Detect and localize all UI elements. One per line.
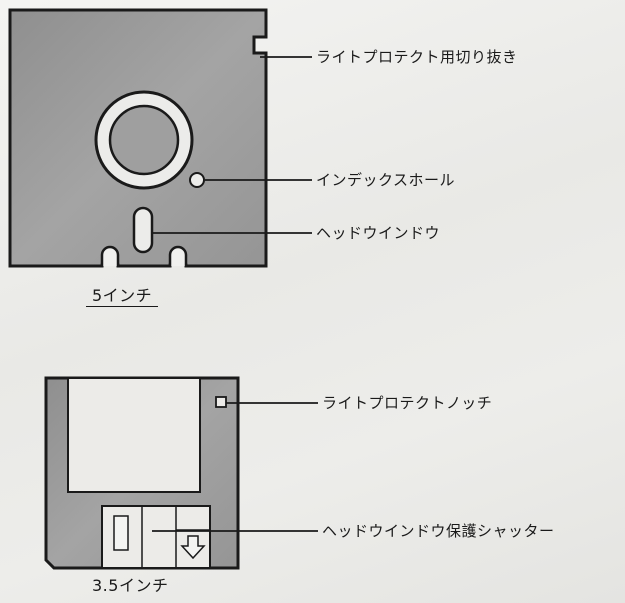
- disk-5inch-index-hole: [189, 172, 205, 188]
- caption-3-5inch: 3.5インチ: [92, 576, 169, 595]
- label-index-hole: インデックスホール: [316, 171, 456, 189]
- label-write-protect-notch-5in: ライトプロテクト用切り抜き: [316, 48, 518, 66]
- disk-3-5inch-write-protect-notch: [215, 396, 227, 408]
- disk-5inch-hub-hole: [108, 104, 180, 176]
- label-head-window-shutter: ヘッドウインドウ保護シャッター: [322, 522, 555, 540]
- disk-3-5inch: [44, 376, 240, 570]
- disk-5inch: [8, 8, 268, 268]
- disk-5inch-bottom-slot-right: [168, 245, 188, 266]
- disk-5inch-bottom-slot-left: [100, 245, 120, 266]
- arrow-down-icon: [180, 535, 206, 560]
- disk-3-5inch-shutter-window: [113, 515, 129, 551]
- disk-3-5inch-label-area: [67, 377, 201, 493]
- caption-5inch: 5インチ: [86, 287, 159, 307]
- label-head-window: ヘッドウインドウ: [316, 224, 441, 242]
- label-write-protect-notch-3-5in: ライトプロテクトノッチ: [322, 394, 493, 412]
- disk-5inch-head-window: [132, 206, 154, 254]
